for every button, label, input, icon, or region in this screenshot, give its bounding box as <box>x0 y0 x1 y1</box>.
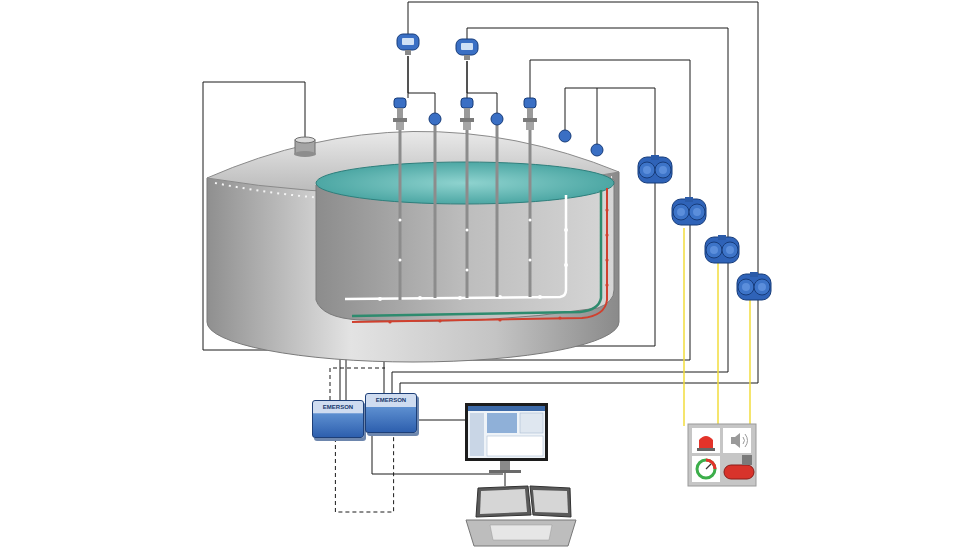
cable <box>203 2 758 486</box>
sensor-dot-part <box>605 208 608 211</box>
control-desk-part <box>476 486 531 517</box>
sensor-dot-part <box>438 319 441 322</box>
sensor-dot-part <box>378 297 382 301</box>
alarm-panel-part <box>699 436 713 448</box>
sensor-head-part <box>491 113 503 125</box>
sensor-dot-part <box>605 258 608 261</box>
sensor-head <box>429 113 603 156</box>
alarm-panel-part <box>697 448 715 451</box>
wireless-transmitter <box>456 39 478 60</box>
control-desk <box>466 486 576 546</box>
hub-box: EMERSON <box>312 400 364 438</box>
cable-part <box>597 88 598 145</box>
probe-rod-part <box>496 125 499 297</box>
alarm-wire <box>684 228 750 426</box>
monitor-part <box>465 403 548 461</box>
field-device <box>737 272 771 300</box>
sensor-dot-part <box>564 228 568 232</box>
sensor-dot-part <box>564 263 568 267</box>
sensor-dot-part <box>558 316 561 319</box>
alarm-panel-part <box>706 460 715 469</box>
radar-gauge <box>460 98 474 130</box>
sensor-line <box>352 188 607 322</box>
alarm-panel-part <box>692 428 720 453</box>
alarm-panel <box>688 424 756 486</box>
sensor-dot-part <box>605 283 608 286</box>
wireless-transmitter <box>397 34 419 55</box>
sensor-line <box>345 195 566 299</box>
alarm-wire-part <box>683 228 685 426</box>
alarm-panel-part <box>731 433 740 448</box>
probe-rod-part <box>434 125 437 298</box>
probe-rod-part <box>529 120 532 297</box>
control-desk-part <box>533 490 568 513</box>
probe-element-part <box>466 269 469 272</box>
cable-part <box>411 420 465 421</box>
sensor-dot-part <box>418 296 422 300</box>
alarm-panel-part <box>688 424 756 486</box>
monitor-part <box>500 461 510 471</box>
sensor-dot-part <box>498 295 502 299</box>
cable-part <box>408 56 409 98</box>
alarm-wire-part <box>717 263 719 426</box>
sensor-dot-part <box>538 295 542 299</box>
control-desk-part <box>530 486 571 517</box>
radar-gauge <box>393 98 407 130</box>
cable-part <box>467 61 468 98</box>
alarm-panel-part <box>743 434 748 447</box>
sensor-head-part <box>591 144 603 156</box>
sensor-head-part <box>559 130 571 142</box>
brand-label: EMERSON <box>313 403 363 411</box>
alarm-panel-part <box>724 465 754 479</box>
probe-rod-part <box>466 120 469 298</box>
cable-part <box>505 472 506 486</box>
field-device <box>672 197 706 225</box>
monitor-part <box>487 436 543 456</box>
probe-element <box>399 219 532 272</box>
probe-element-part <box>529 259 532 262</box>
alarm-panel-part <box>692 456 720 482</box>
monitor <box>465 403 548 473</box>
control-desk-part <box>490 525 552 540</box>
alarm-panel-part <box>706 464 711 469</box>
roof-vent <box>294 137 316 157</box>
radar-gauge <box>523 98 537 130</box>
sensor-head-part <box>429 113 441 125</box>
monitor-part <box>520 413 543 433</box>
sensor-dot-part <box>605 233 608 236</box>
sensor-dot-part <box>498 318 501 321</box>
probe-element-part <box>466 229 469 232</box>
monitor-part <box>487 413 517 433</box>
liquid-surface <box>316 162 614 204</box>
redundant-link <box>335 433 393 512</box>
alarm-wire-part <box>749 300 751 426</box>
field-device <box>705 235 739 263</box>
monitor-part <box>470 413 484 456</box>
sensor-dot <box>378 228 568 301</box>
alarm-panel-part <box>742 455 752 465</box>
monitor-part <box>468 406 545 411</box>
field-device <box>638 155 672 183</box>
alarm-panel-part <box>723 428 751 453</box>
roof-vent-part <box>295 137 315 143</box>
probe-element-part <box>529 219 532 222</box>
cable-part <box>408 56 435 113</box>
sensor-dot-part <box>458 296 462 300</box>
alarm-panel-part <box>697 460 715 478</box>
probe-rod <box>400 120 530 300</box>
probe-element-part <box>399 259 402 262</box>
brand-label: EMERSON <box>366 396 416 404</box>
control-desk-part <box>480 489 527 514</box>
monitor-part <box>489 470 521 473</box>
hub-box: EMERSON <box>365 393 417 433</box>
roof-vent-part <box>294 151 316 157</box>
monitor-part <box>468 406 545 458</box>
probe-rod-part <box>399 120 402 300</box>
control-desk-part <box>466 520 576 546</box>
probe-element-part <box>399 219 402 222</box>
sensor-dot-part <box>388 320 391 323</box>
